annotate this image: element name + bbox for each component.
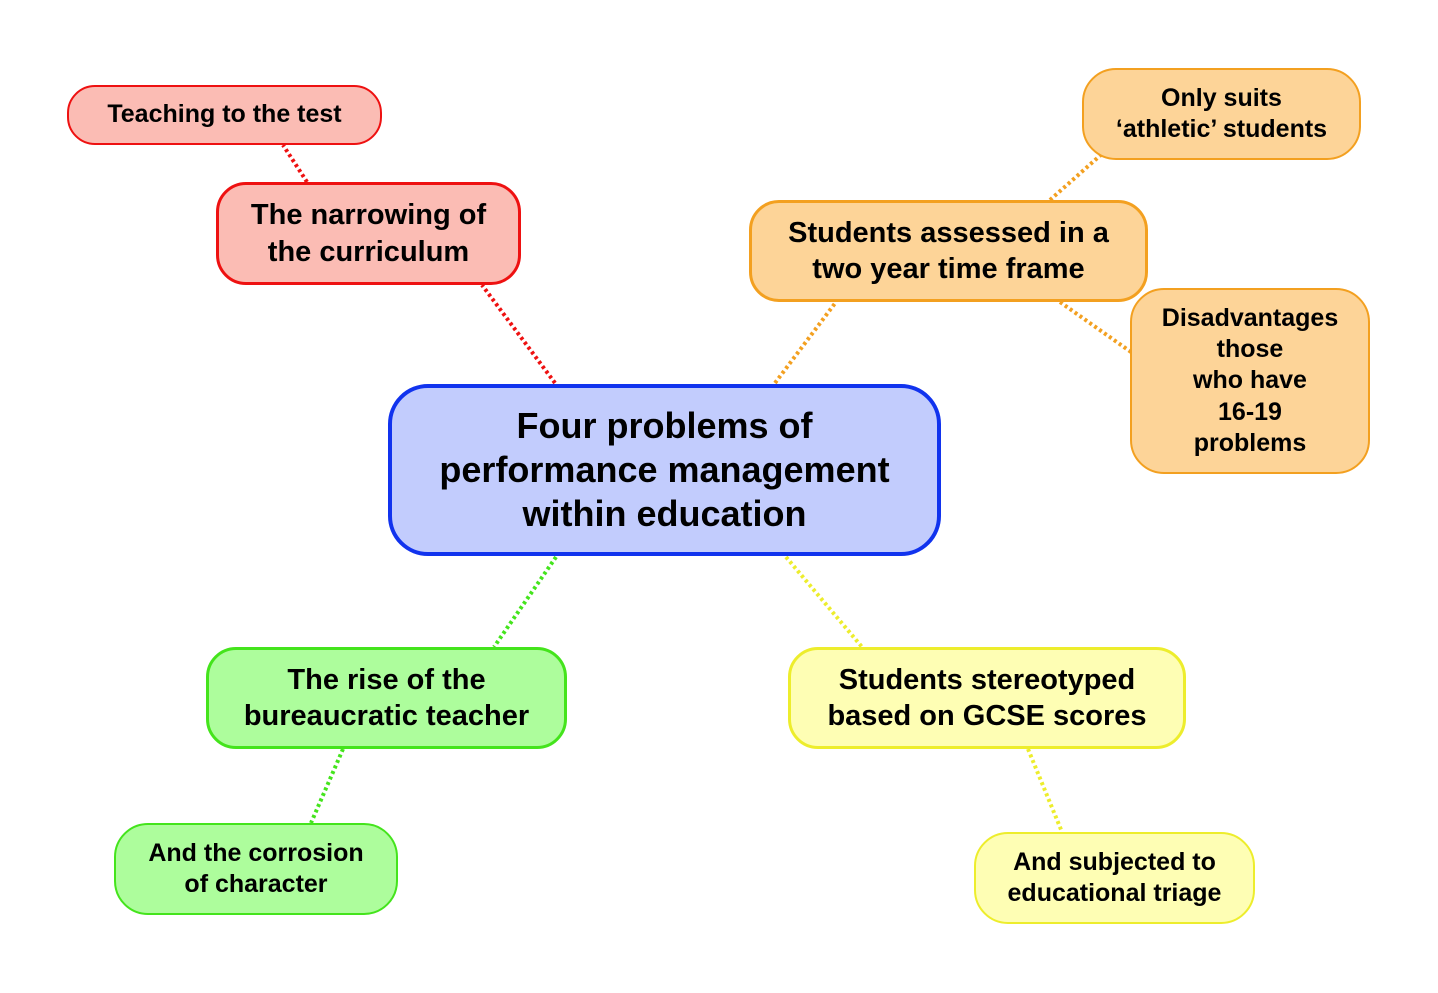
detail-label-disadvantages: Disadvantages those who have 16-19 probl…: [1161, 303, 1339, 457]
central-topic-label: Four problems of performance management …: [439, 405, 890, 534]
problem-node-assessed: Students assessed in a two year time fra…: [749, 200, 1148, 302]
connector-narrowing-teaching: [281, 143, 309, 184]
problem-node-stereotyped: Students stereotyped based on GCSE score…: [788, 647, 1186, 749]
problem-node-bureaucratic: The rise of the bureaucratic teacher: [206, 647, 567, 749]
problem-label-bureaucratic: The rise of the bureaucratic teacher: [243, 663, 530, 732]
detail-label-triage: And subjected to educational triage: [1007, 847, 1222, 907]
problem-label-narrowing: The narrowing of the curriculum: [250, 199, 487, 268]
connector-assessed-disadvantages: [1058, 300, 1133, 354]
detail-node-triage: And subjected to educational triage: [974, 832, 1255, 924]
detail-node-corrosion: And the corrosion of character: [114, 823, 398, 915]
connector-center-stereotyped: [784, 555, 864, 649]
detail-node-athletic: Only suits ‘athletic’ students: [1082, 68, 1361, 160]
central-topic-node: Four problems of performance management …: [388, 384, 941, 556]
detail-label-teaching-to-test: Teaching to the test: [107, 100, 342, 129]
problem-label-assessed: Students assessed in a two year time fra…: [788, 216, 1109, 285]
problem-label-stereotyped: Students stereotyped based on GCSE score…: [827, 663, 1147, 732]
connector-stereotyped-triage: [1026, 748, 1064, 833]
detail-label-athletic: Only suits ‘athletic’ students: [1115, 83, 1328, 143]
connector-bureaucratic-corrosion: [309, 748, 345, 824]
detail-node-disadvantages: Disadvantages those who have 16-19 probl…: [1130, 288, 1370, 474]
connector-center-assessed: [773, 300, 838, 385]
connector-assessed-athletic: [1048, 151, 1105, 202]
connector-center-bureaucratic: [492, 555, 558, 649]
detail-node-teaching-to-test: Teaching to the test: [67, 85, 382, 145]
problem-node-narrowing: The narrowing of the curriculum: [216, 182, 521, 285]
detail-label-corrosion: And the corrosion of character: [148, 838, 364, 898]
connector-center-narrowing: [480, 283, 557, 385]
